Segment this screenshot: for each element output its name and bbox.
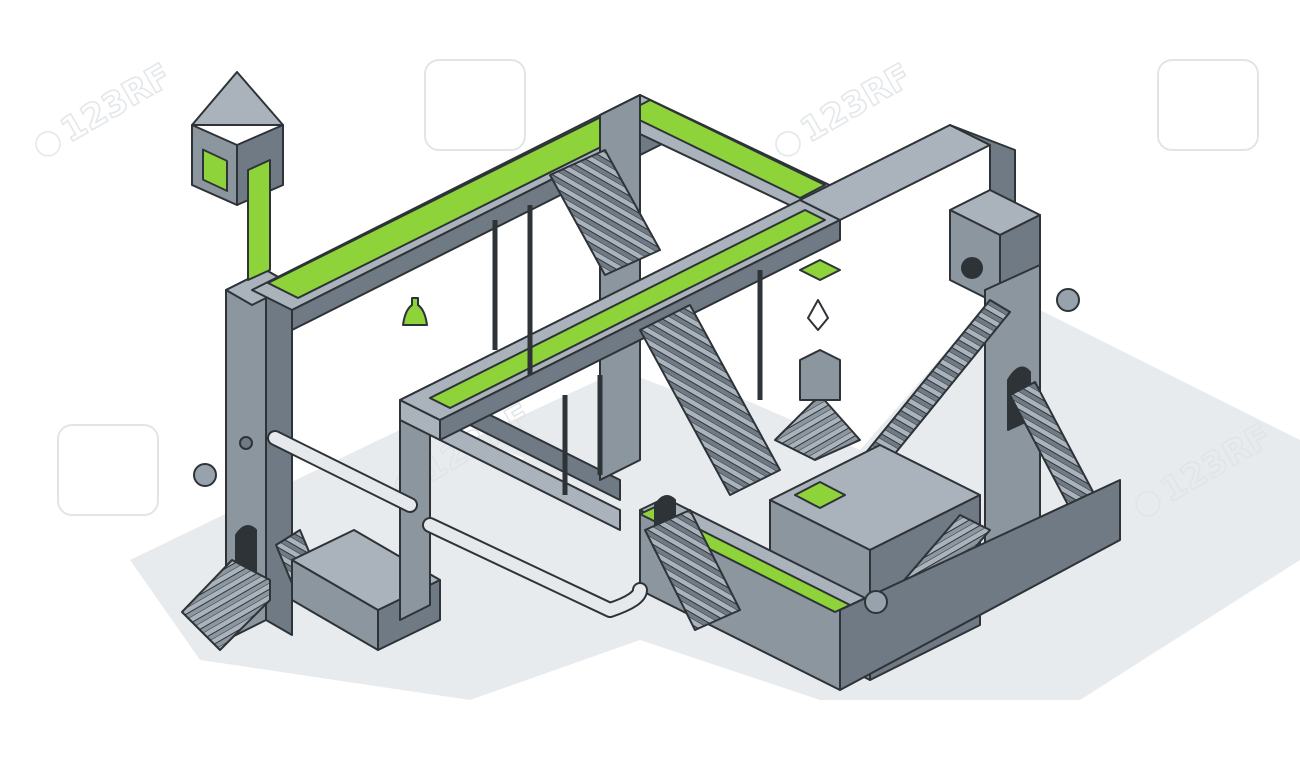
center-stairs [639,304,781,496]
right-tower [949,189,1041,586]
top-center-stairs [549,149,661,276]
ball [193,463,217,487]
top-left-lantern [191,71,284,281]
front-lower-frame [639,479,1121,691]
watermark-camera-icon [424,59,526,151]
left-pillar [225,269,293,641]
center-pyramid-stairs [774,349,861,461]
back-frame [599,94,841,481]
hanging-green-tile [799,259,841,281]
ball [1056,288,1080,312]
green-vase [402,297,428,326]
watermark-stamp: 123RF [775,55,919,157]
watermark-camera-icon [1157,59,1259,151]
floating-diamond [807,299,829,331]
watermark-text: 123RF [794,56,918,151]
watermark-camera-icon [57,424,159,516]
watermark-text: 123RF [54,56,178,151]
ball [864,590,888,614]
pipe [267,430,648,618]
watermark-stamp: 123RF [35,55,179,157]
vertical-rods [492,205,763,495]
